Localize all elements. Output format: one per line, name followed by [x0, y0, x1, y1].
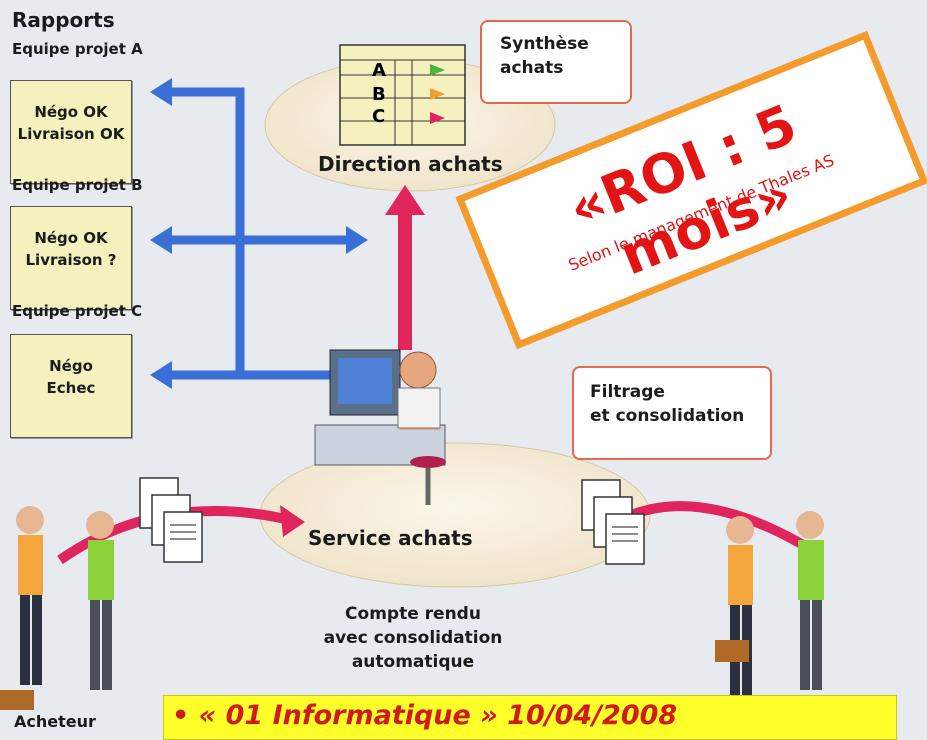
arrow-head-b-left: [150, 226, 172, 254]
team-a-note-line2: Livraison OK: [17, 125, 125, 143]
distribution-arrows: [155, 87, 360, 380]
left-curve-arrow-head: [280, 505, 305, 537]
team-a-note-line1: Négo OK: [34, 103, 108, 121]
flag-a-icon: [430, 64, 445, 76]
arrow-head-c: [150, 361, 172, 389]
compte-rendu-line3: automatique: [351, 652, 475, 672]
team-a-label: Equipe projet A: [12, 40, 143, 58]
upward-arrow-head: [385, 185, 425, 215]
upward-arrow: [398, 210, 412, 350]
reports-title: Rapports: [12, 8, 115, 32]
source-banner: • « 01 Informatique » 10/04/2008: [163, 695, 897, 740]
right-curve-arrow: [617, 501, 823, 560]
buyers-right-icon: [715, 511, 824, 695]
synthese-row-b: B: [372, 84, 386, 105]
team-b-note-line1: Négo OK: [34, 229, 108, 247]
direction-achats-label: Direction achats: [318, 152, 503, 176]
compte-rendu-text: Compte rendu avec consolidation automati…: [318, 602, 508, 674]
team-b-note: Négo OK Livraison ?: [10, 206, 132, 310]
service-achats-label: Service achats: [308, 526, 473, 550]
filtrage-line2: et consolidation: [590, 406, 745, 426]
filtrage-callout: Filtrage et consolidation: [572, 366, 772, 460]
team-c-note-line1: Négo: [49, 357, 93, 375]
documents-left-icon: [139, 477, 203, 563]
team-c-note-line2: Echec: [46, 379, 96, 397]
filtrage-line1: Filtrage: [590, 382, 665, 402]
arrow-head-a: [150, 78, 172, 106]
synthese-callout-line2: achats: [500, 58, 564, 78]
compte-rendu-line1: Compte rendu: [345, 604, 481, 624]
team-c-note: Négo Echec: [10, 334, 132, 438]
flag-c-icon: [430, 112, 445, 124]
source-text: • « 01 Informatique » 10/04/2008: [172, 700, 678, 731]
team-a-note: Négo OK Livraison OK: [10, 80, 132, 184]
synthese-row-c: C: [372, 106, 386, 127]
workstation-icon: [314, 349, 446, 505]
synthese-callout: Synthèse achats: [480, 20, 632, 104]
flag-b-icon: [430, 88, 445, 100]
synthese-callout-line1: Synthèse: [500, 34, 589, 54]
team-b-label: Equipe projet B: [12, 176, 143, 194]
synthese-table: [339, 44, 466, 146]
buyers-left-icon: [0, 506, 114, 710]
compte-rendu-line2: avec consolidation: [323, 628, 503, 648]
synthese-row-a: A: [372, 60, 386, 81]
team-b-note-line2: Livraison ?: [25, 251, 117, 269]
documents-right-icon: [581, 479, 645, 565]
arrow-head-b-right: [346, 226, 368, 254]
acheteur-label: Acheteur: [14, 712, 96, 731]
team-c-label: Equipe projet C: [12, 302, 143, 320]
